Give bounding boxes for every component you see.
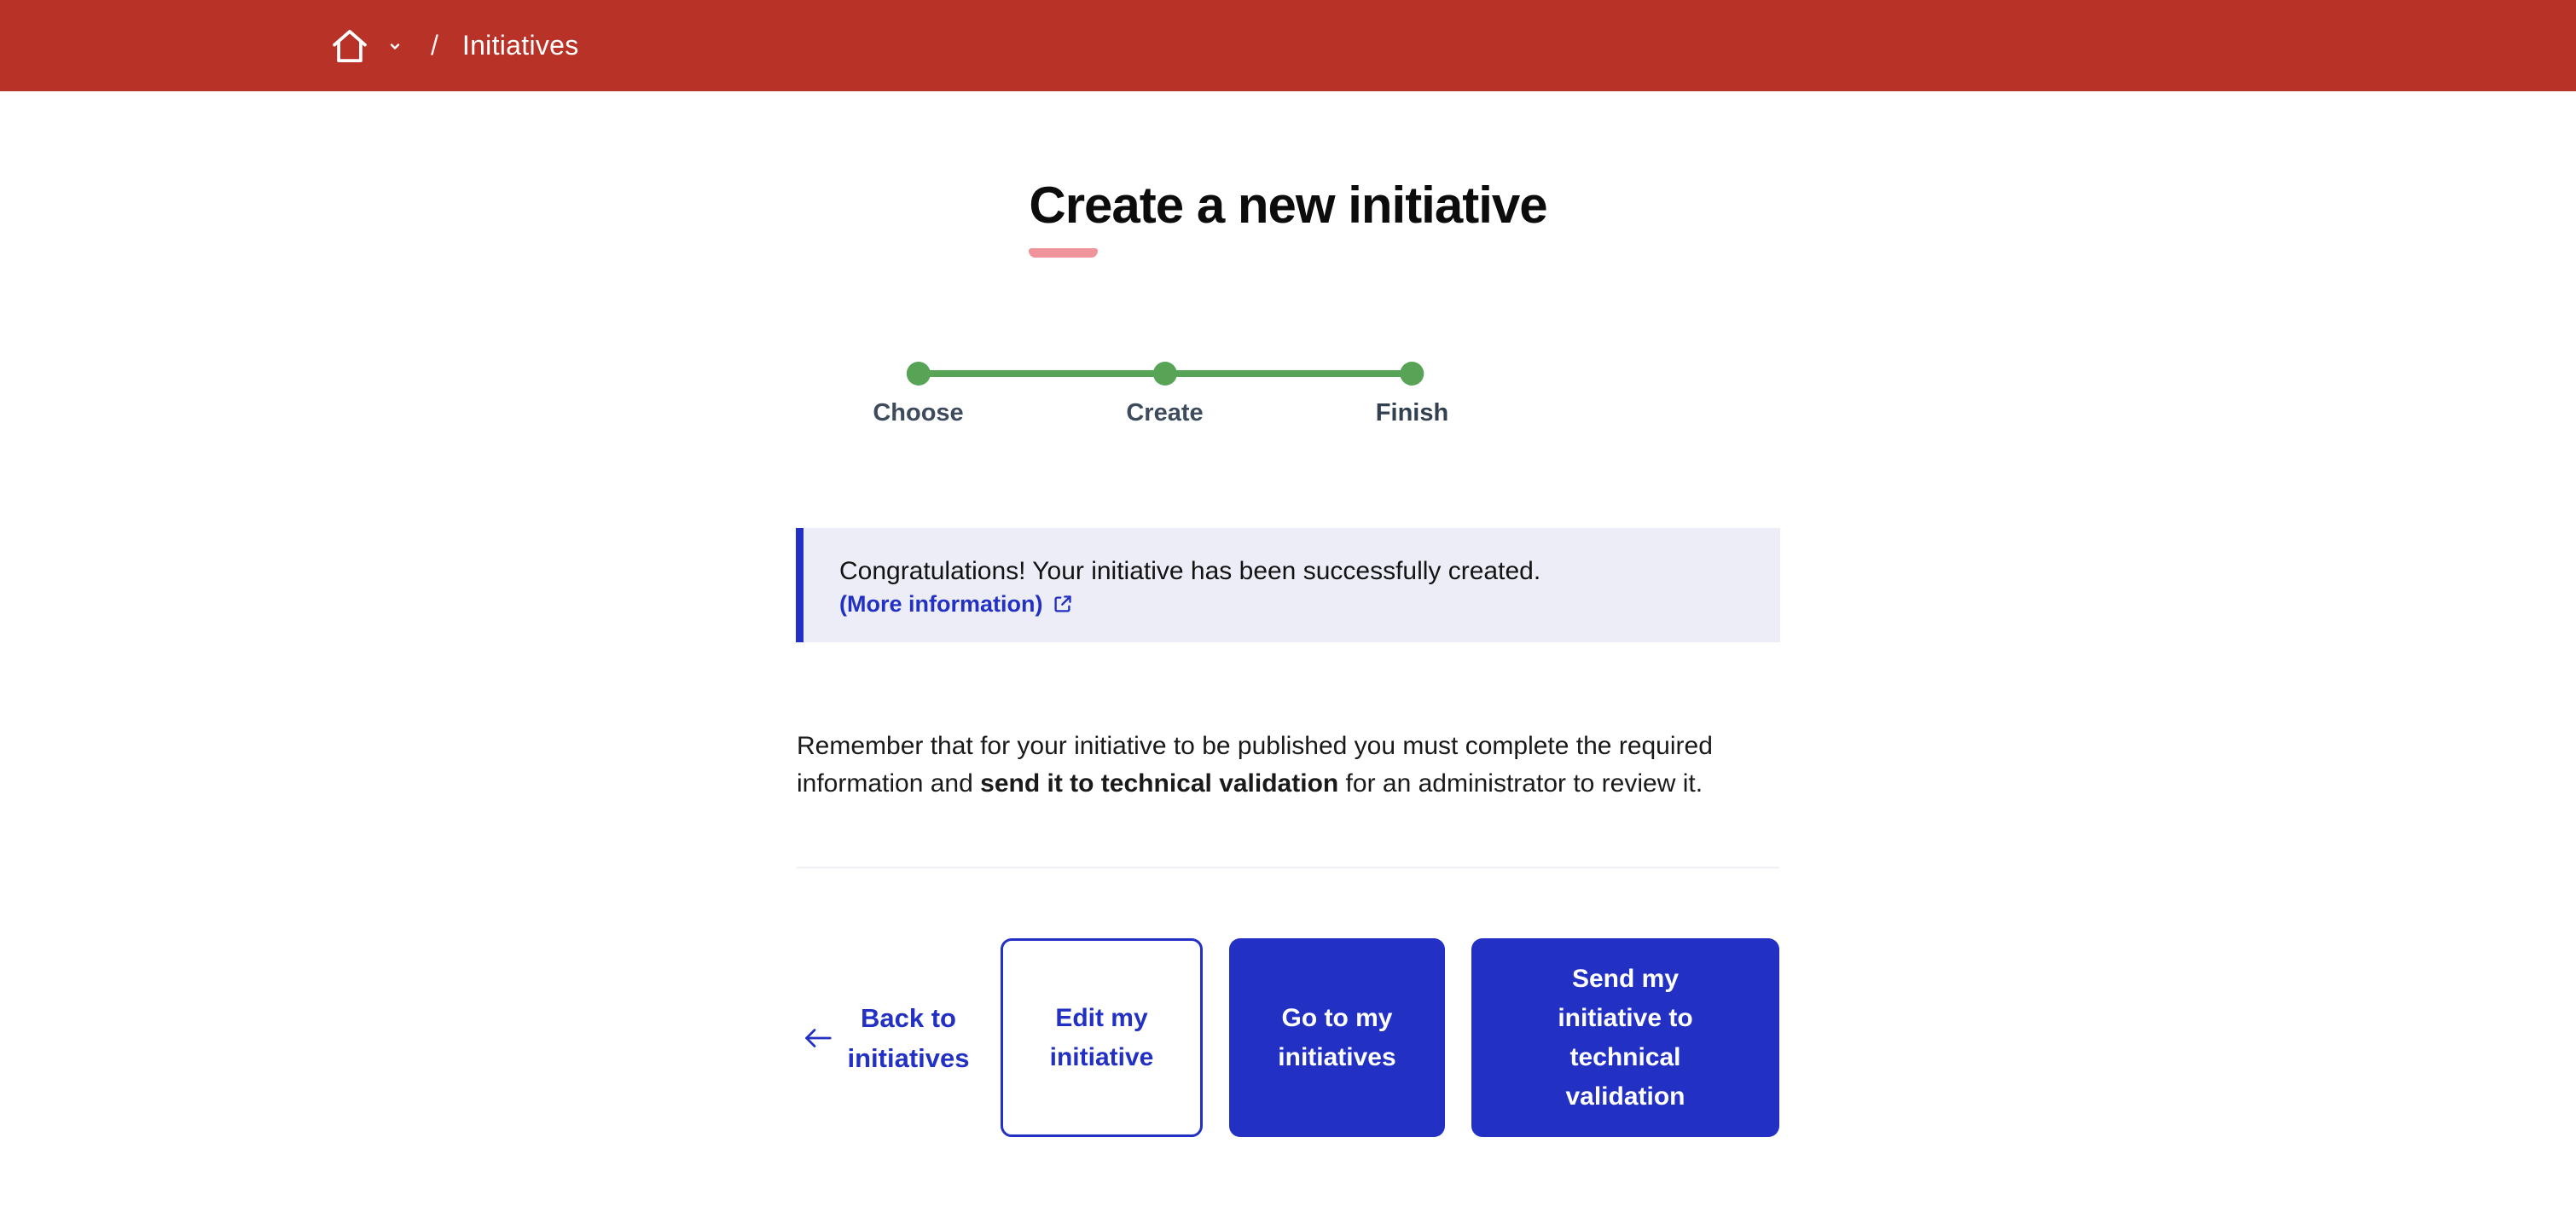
back-link-label: Back to initiatives xyxy=(847,1002,970,1073)
success-alert: Congratulations! Your initiative has bee… xyxy=(796,528,1780,643)
breadcrumb-current-initiatives[interactable]: Initiatives xyxy=(461,30,579,61)
success-alert-message: Congratulations! Your initiative has bee… xyxy=(839,557,1541,586)
page-title-section: Create a new initiative xyxy=(0,177,2576,258)
step-dot-create xyxy=(1152,362,1177,386)
home-icon xyxy=(328,25,371,67)
edit-my-initiative-button[interactable]: Edit my initiative xyxy=(1001,938,1203,1138)
stepper-step-create: Create xyxy=(1126,362,1204,427)
step-label: Choose xyxy=(873,399,964,427)
top-navigation-bar: / Initiatives xyxy=(0,0,2576,91)
chevron-down-icon[interactable] xyxy=(385,36,405,56)
step-label: Create xyxy=(1126,399,1204,427)
arrow-left-icon xyxy=(802,1024,834,1052)
more-information-link[interactable]: (More information) xyxy=(839,591,1074,618)
bold-send-to-validation-text: send it to technical validation xyxy=(980,769,1339,798)
stepper-step-choose: Choose xyxy=(873,362,964,427)
section-divider xyxy=(797,867,1779,869)
step-dot-finish xyxy=(1400,362,1424,386)
step-dot-choose xyxy=(906,362,931,386)
back-to-initiatives-link[interactable]: Back to initiatives xyxy=(797,938,974,1137)
external-link-icon xyxy=(1051,593,1074,616)
wizard-stepper: Choose Create Finish xyxy=(873,362,1448,430)
go-to-my-initiatives-button[interactable]: Go to my initiatives xyxy=(1229,938,1445,1138)
breadcrumb-home-link[interactable] xyxy=(328,25,405,67)
publish-reminder-text: Remember that for your initiative to be … xyxy=(797,732,1713,798)
page-title: Create a new initiative xyxy=(1029,177,1548,258)
send-to-technical-validation-button[interactable]: Send my initiative to technical validati… xyxy=(1471,938,1779,1138)
title-underline-accent xyxy=(1029,248,1099,258)
stepper-step-finish: Finish xyxy=(1376,362,1448,427)
actions-row: Back to initiatives Edit my initiative G… xyxy=(797,938,1779,1138)
breadcrumb-separator: / xyxy=(431,30,438,61)
step-label: Finish xyxy=(1375,399,1449,427)
